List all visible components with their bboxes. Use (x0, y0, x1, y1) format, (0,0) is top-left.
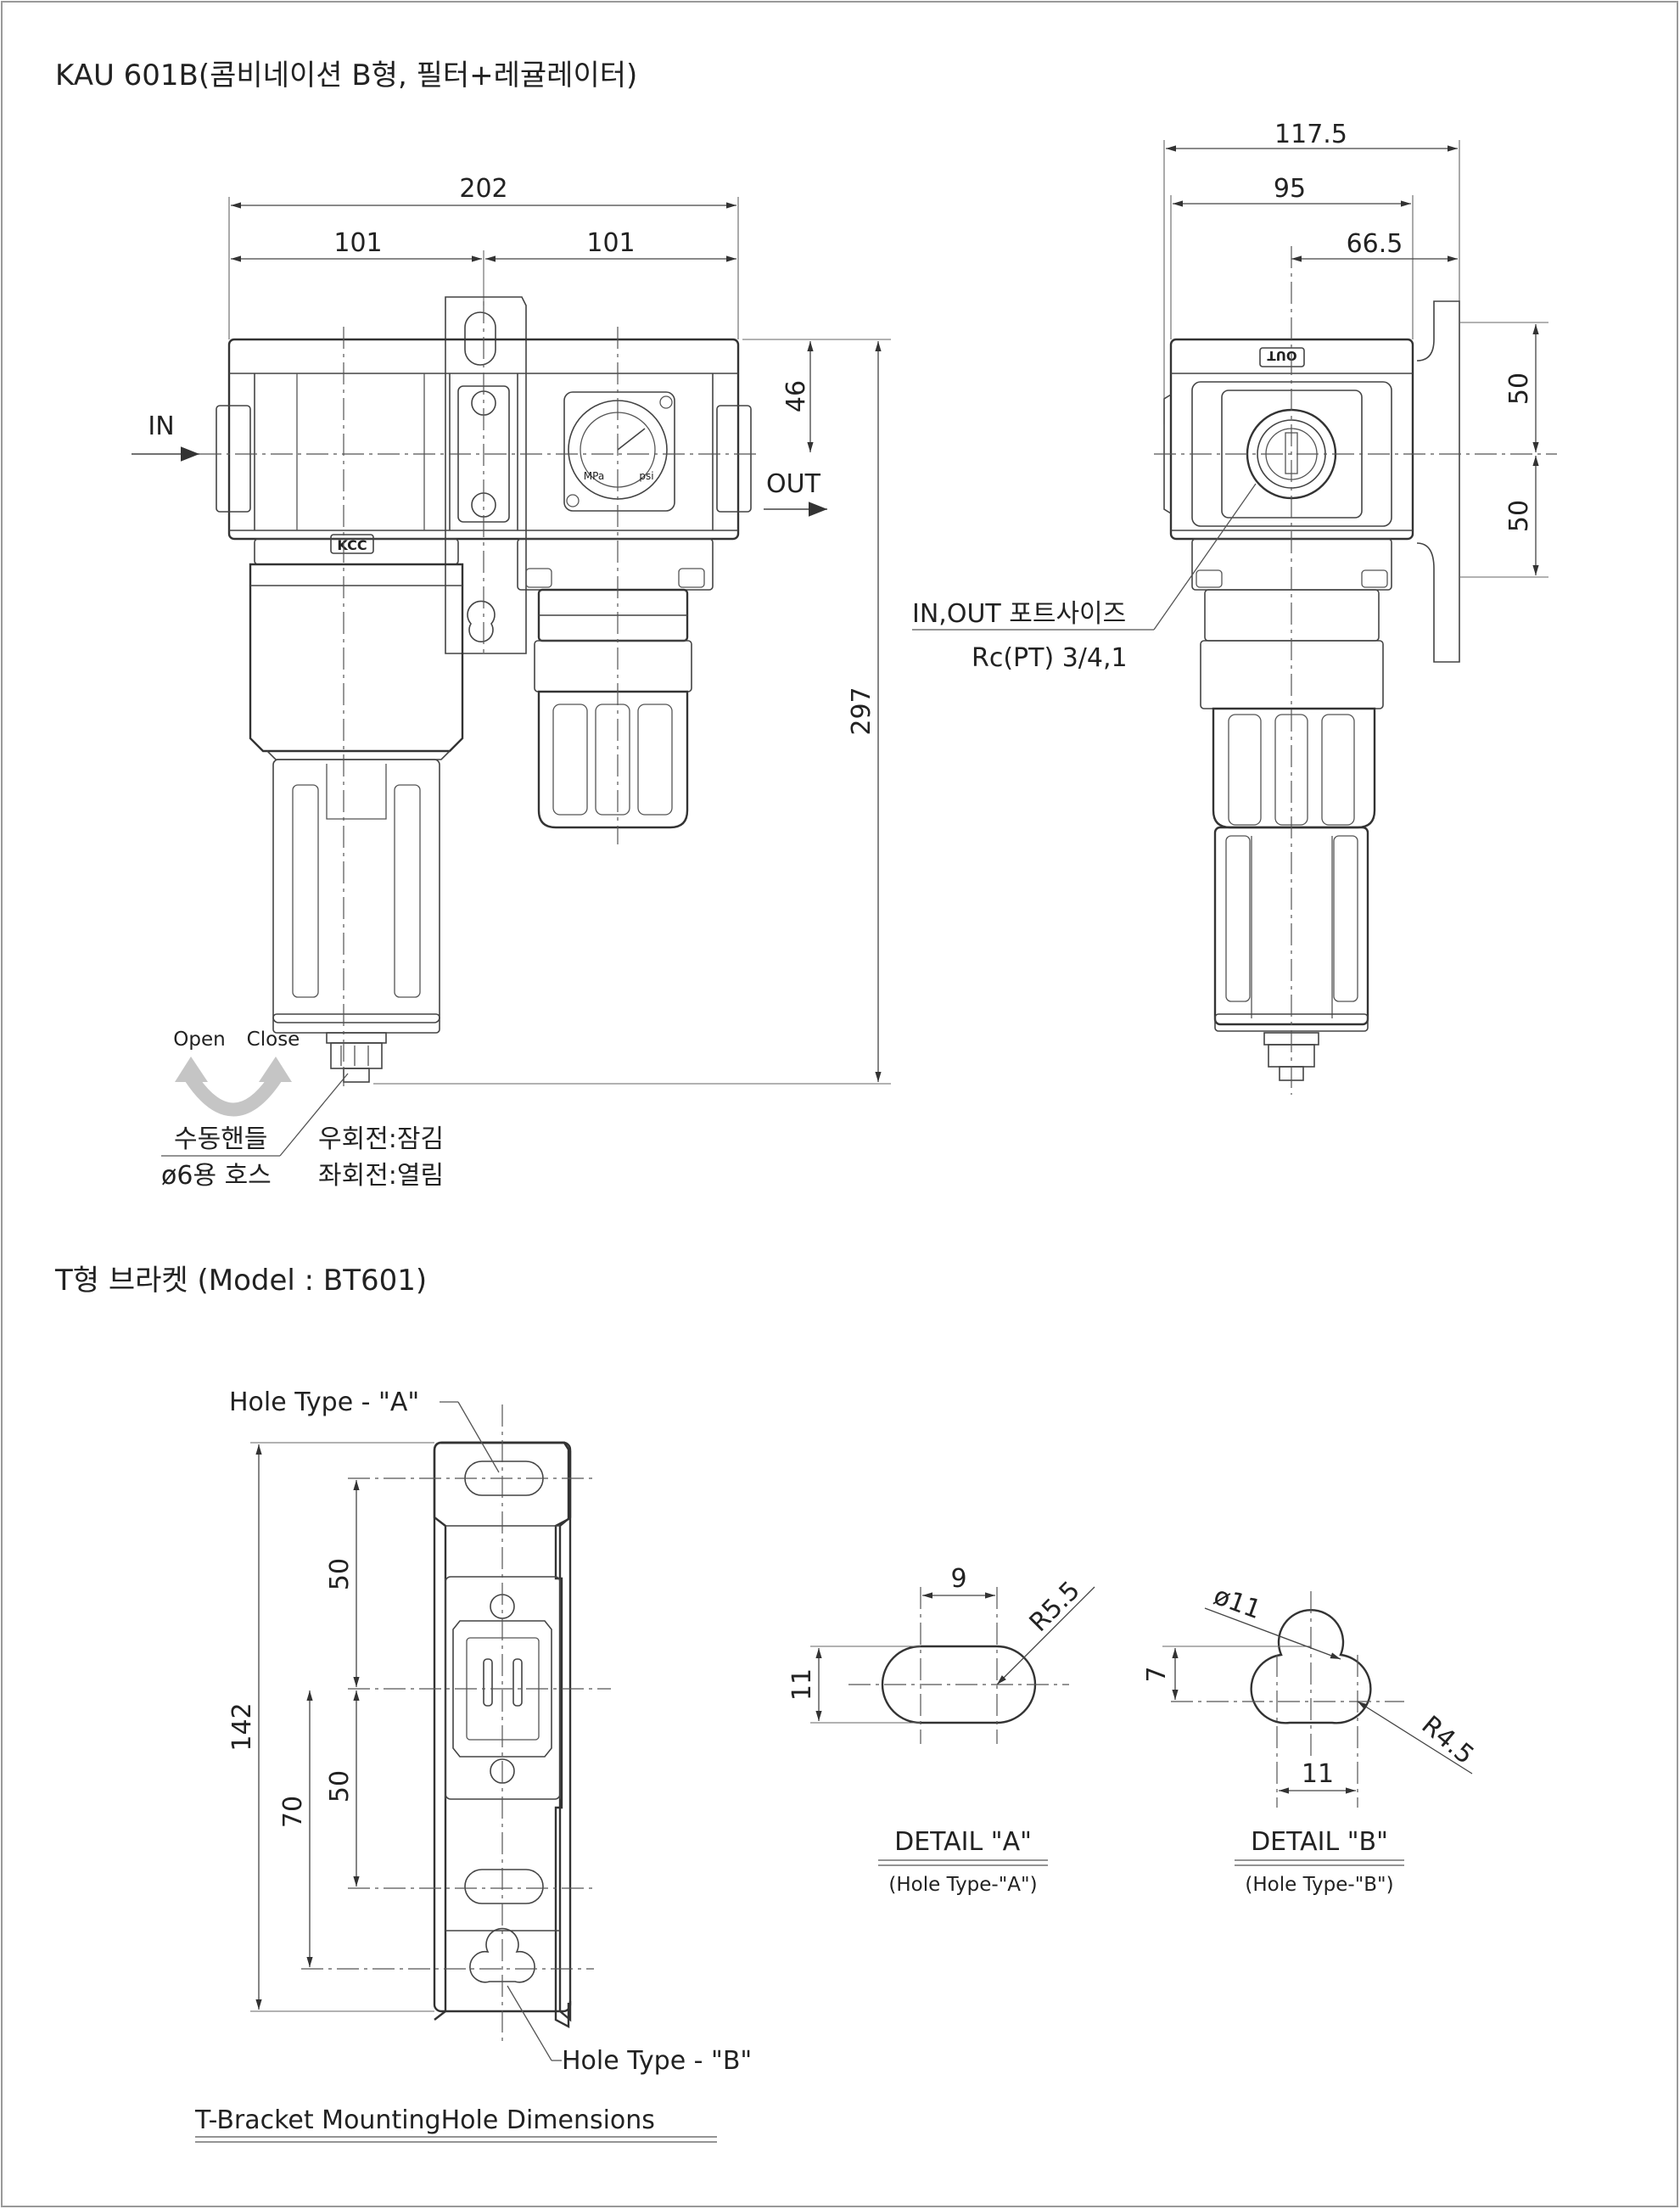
detail-a-height: 11 (787, 1668, 817, 1701)
bracket-caption: T-Bracket MountingHole Dimensions (194, 2105, 655, 2135)
close-label: Close (247, 1029, 300, 1051)
detail-a-radius: R5.5 (1024, 1576, 1086, 1638)
bracket-view: 142 70 50 50 Hole Type - "A" Hole Type -… (194, 1388, 752, 2143)
detail-a-width: 9 (950, 1564, 966, 1594)
detail-b-title: DETAIL "B" (1251, 1827, 1388, 1857)
bracket-dim-lower-hole: 50 (325, 1770, 355, 1803)
bracket-dim-upper-hole: 50 (325, 1558, 355, 1590)
detail-b-subtitle: (Hole Type-"B") (1245, 1874, 1393, 1896)
hole-a-label: Hole Type - "A" (229, 1388, 419, 1417)
outlet-label: OUT (766, 469, 821, 499)
out-mark: OUT (1267, 348, 1297, 363)
dim-body-depth: 95 (1274, 174, 1306, 204)
front-view: 202 101 101 KCC MPa psi (132, 174, 891, 1191)
main-title: KAU 601B(콤비네이션 B형, 필터+레귤레이터) (55, 59, 637, 93)
rotate-left-label: 좌회전:열림 (318, 1161, 444, 1191)
detail-a: 9 11 R5.5 DETAIL "A" (Hole Type-"A") (787, 1564, 1095, 1896)
bracket-dim-lower: 70 (278, 1796, 308, 1828)
dim-overall-height: 297 (847, 687, 876, 735)
dim-overall-width: 202 (459, 174, 507, 204)
hose-label: ø6용 호스 (161, 1161, 272, 1191)
dim-port-offset: 66.5 (1347, 229, 1403, 259)
open-label: Open (173, 1029, 225, 1051)
detail-b: 7 ø11 11 R4.5 DETAIL "B" (Hole Type-"B") (1142, 1581, 1480, 1896)
bracket-title: T형 브라켓 (Model : BT601) (54, 1264, 427, 1298)
manual-handle-label: 수동핸들 (174, 1124, 267, 1154)
gauge-mpa: MPa (584, 470, 604, 482)
dim-right-half: 101 (586, 228, 635, 258)
rotate-right-label: 우회전:잠김 (318, 1124, 444, 1154)
dim-overall-depth: 117.5 (1274, 120, 1347, 149)
dim-bracket-upper: 50 (1504, 373, 1534, 405)
inlet-label: IN (148, 412, 174, 441)
detail-b-width: 11 (1302, 1759, 1334, 1789)
side-view: 117.5 95 66.5 OUT (912, 120, 1557, 1095)
port-size-title: IN,OUT 포트사이즈 (912, 599, 1126, 629)
hole-b-label: Hole Type - "B" (562, 2046, 752, 2076)
detail-b-diameter: ø11 (1210, 1581, 1265, 1625)
bracket-dim-overall: 142 (227, 1702, 257, 1751)
detail-a-subtitle: (Hole Type-"A") (888, 1874, 1037, 1896)
port-size-value: Rc(PT) 3/4,1 (972, 643, 1128, 673)
dim-height-to-port: 46 (781, 380, 811, 412)
detail-b-offset: 7 (1142, 1666, 1172, 1682)
detail-a-title: DETAIL "A" (894, 1827, 1032, 1857)
dim-left-half: 101 (333, 228, 382, 258)
dim-bracket-lower: 50 (1504, 500, 1534, 532)
gauge-psi: psi (639, 470, 653, 482)
detail-b-radius: R4.5 (1416, 1710, 1480, 1770)
maker-badge: KCC (337, 537, 367, 553)
